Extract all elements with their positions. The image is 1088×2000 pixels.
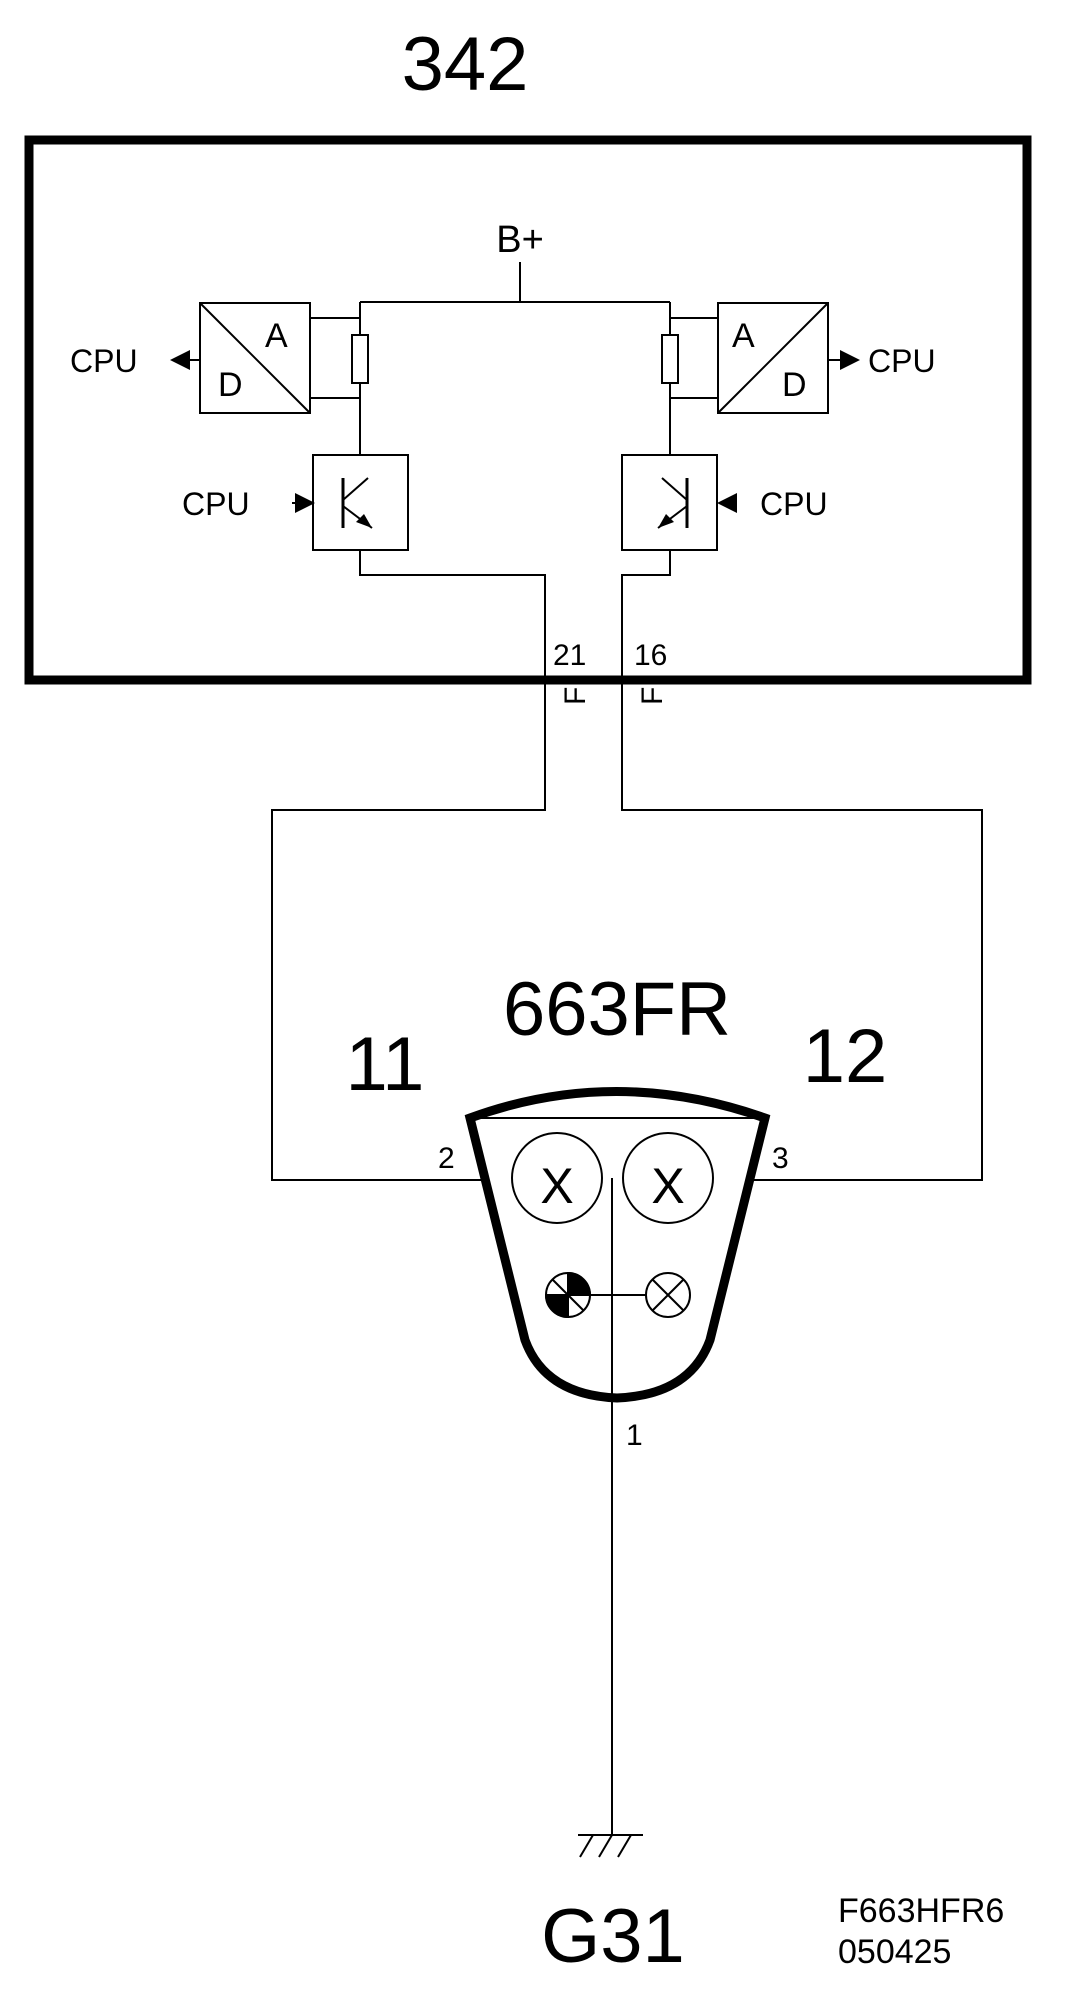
adc-right: A D [717,302,829,414]
cpu-label-left-top: CPU [70,343,138,379]
adc-left-d: D [218,366,243,404]
pin-16: 16 [634,639,667,672]
transistor-left [312,454,409,551]
small-bulb-open [645,1272,691,1318]
ground-wire [578,1178,646,1858]
adc-left-a: A [265,317,288,355]
connector-mark-right: F [636,687,669,705]
cpu-label-right-top: CPU [868,343,936,379]
bulb-left-symbol: X [540,1158,573,1214]
bulb-left: X [511,1132,603,1224]
drawing-code: F663HFR6 [838,1892,1004,1930]
lamp-pin-1: 1 [626,1419,643,1452]
module-label: 342 [402,22,529,107]
drawing-date: 050425 [838,1933,951,1971]
bulb-right-symbol: X [651,1158,684,1214]
output-wires [271,550,983,1181]
supply-label: B+ [496,219,544,261]
adc-left: A D [199,302,311,414]
lamp-pin-3: 3 [772,1142,789,1175]
transistor-right [621,454,718,551]
circuit-number-right: 12 [803,1014,888,1099]
circuit-number-left: 11 [346,1022,425,1107]
lamp-unit-label: 663FR [503,967,731,1052]
cpu-label-right-bottom: CPU [760,486,828,522]
bulb-right: X [622,1132,714,1224]
module-box [24,135,1032,685]
small-bulb-filled [544,1271,592,1319]
adc-right-d: D [782,366,807,404]
resistor-left [351,334,369,384]
pin-21: 21 [553,639,586,672]
connector-mark-left: F [559,687,592,705]
adc-right-a: A [732,317,755,355]
supply-bus [310,262,718,455]
cpu-label-left-bottom: CPU [182,486,250,522]
resistor-right [661,334,679,384]
lamp-housing [464,1087,771,1403]
ground-label: G31 [541,1894,685,1979]
lamp-pin-2: 2 [438,1142,455,1175]
